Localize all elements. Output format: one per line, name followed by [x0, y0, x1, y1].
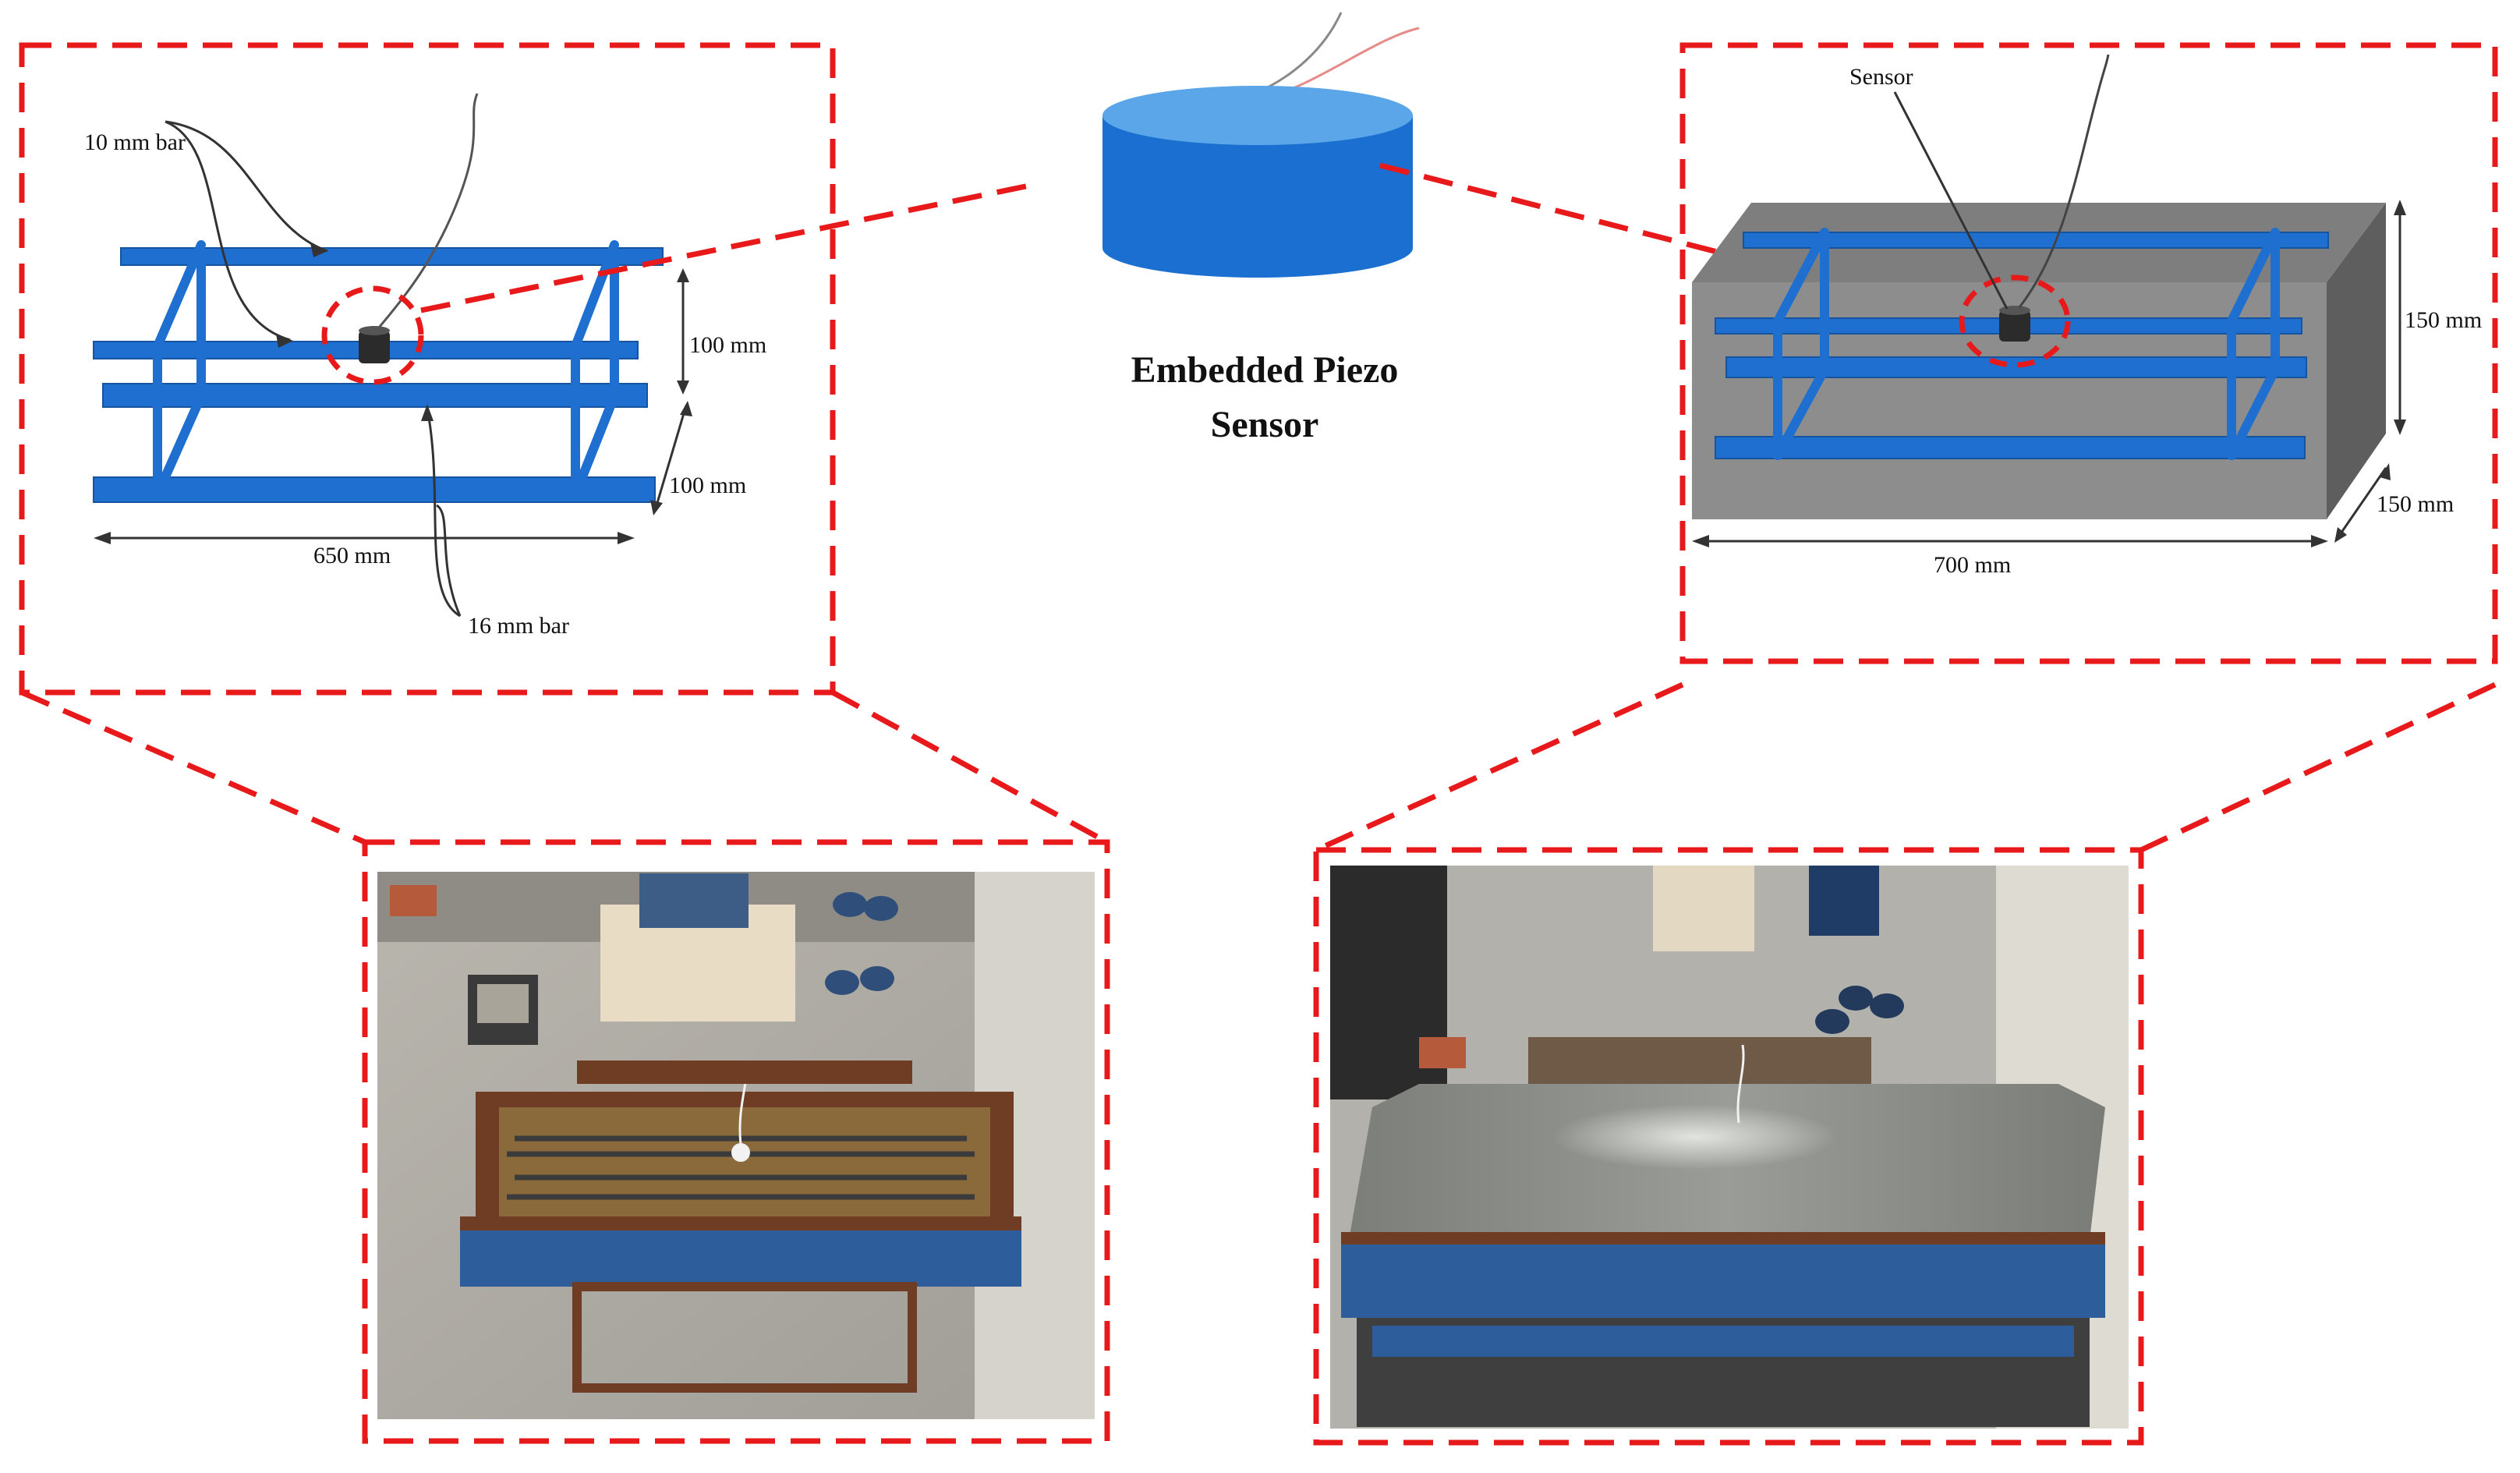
cage-diagram: 10 mm bar 16 mm bar 100 mm 100 mm 650 mm [84, 93, 766, 639]
beam-frame [1679, 42, 2498, 664]
embedded-sensor-small [359, 326, 390, 363]
sensor-title-line2: Sensor [1211, 404, 1319, 445]
connector-right-a [1315, 682, 1684, 853]
leader-16mm-b [436, 504, 462, 617]
rebar-bottom-front [93, 476, 656, 503]
rebar-bottom-back [102, 383, 648, 408]
rebar-stirrups [153, 240, 619, 499]
label-beam-length: 700 mm [1934, 552, 2011, 578]
leader-10mm [165, 120, 328, 342]
arrowhead-10mm-b [276, 334, 293, 348]
beam-side-face [2327, 203, 2386, 519]
sensor-wire-left [377, 93, 479, 328]
callout-frames [19, 42, 2498, 1446]
beam-rebar-longitudinal [1715, 232, 2329, 459]
label-16mm-bar: 16 mm bar [468, 613, 569, 639]
sensor-bottom [1102, 218, 1413, 278]
photo-frame-right [1313, 847, 2144, 1446]
label-cage-height: 100 mm [689, 332, 766, 358]
label-cage-length: 650 mm [313, 543, 391, 568]
label-beam-depth: 150 mm [2377, 491, 2454, 517]
beam-rebar-stirrups [1773, 228, 2280, 460]
rebar-top-back [120, 247, 664, 266]
dim-depth [653, 405, 688, 512]
label-cage-depth: 100 mm [669, 473, 746, 498]
photo-cast-beam [1330, 866, 2129, 1429]
sensor-wire-gray [1247, 12, 1343, 98]
sensor-highlight-right [1959, 274, 2071, 368]
arrowhead-10mm-a [310, 243, 327, 257]
label-10mm-bar: 10 mm bar [84, 129, 186, 155]
sensor-top [1102, 86, 1413, 145]
cage-frame [19, 42, 836, 696]
beam-sensor-wire [2018, 54, 2110, 308]
connector-right-b [2140, 682, 2497, 853]
photo-mould-with-cage [377, 872, 1095, 1419]
sensor-title-line1: Embedded Piezo [1131, 349, 1399, 391]
photo-frame-left [362, 839, 1110, 1444]
connector-left-b [831, 689, 1109, 845]
beam-sensor-leader [1893, 91, 2009, 310]
beam-diagram: Sensor 150 mm 150 mm 700 mm [1692, 54, 2482, 578]
connector-left-a [20, 689, 366, 845]
piezo-sensor: Embedded Piezo Sensor [1102, 12, 1420, 445]
leader-16mm [426, 408, 461, 618]
arrowhead-16mm [421, 404, 434, 421]
label-beam-sensor: Sensor [1849, 64, 1913, 90]
sensor-highlight-left [321, 285, 424, 385]
beam-dim-depth [2336, 467, 2387, 539]
beam-embedded-sensor [1999, 306, 2030, 342]
label-beam-height: 150 mm [2405, 307, 2482, 333]
